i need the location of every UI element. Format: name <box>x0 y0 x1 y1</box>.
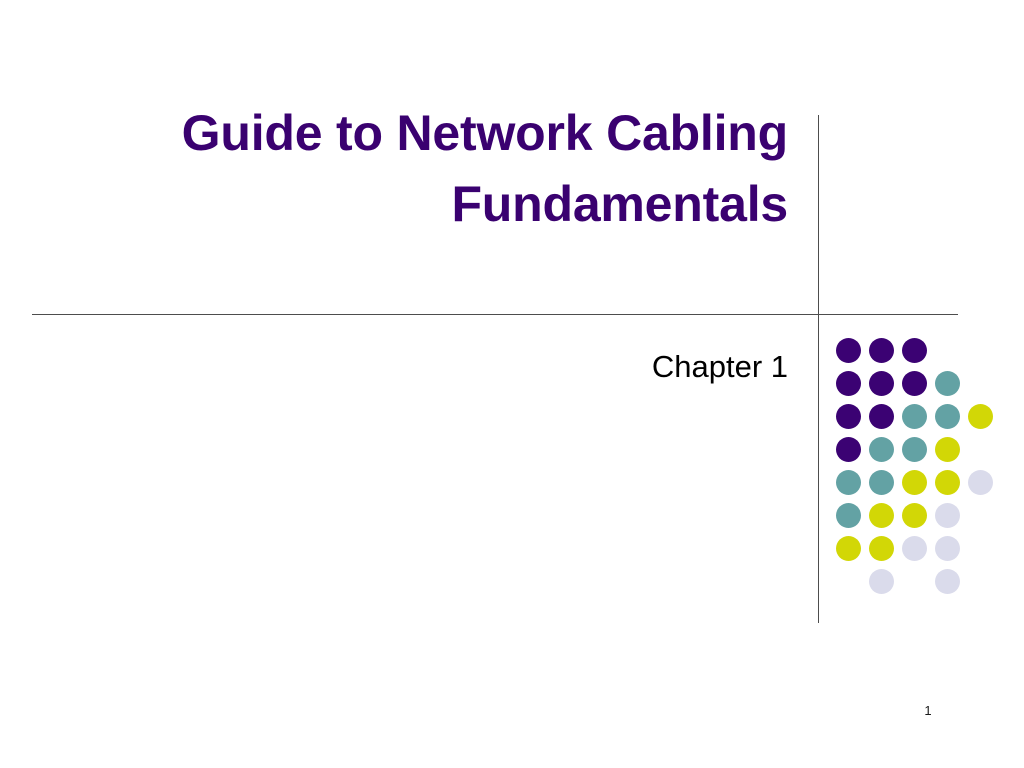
dot-purple <box>902 371 927 396</box>
dot-yellow <box>869 536 894 561</box>
dot-yellow <box>869 503 894 528</box>
dot-teal <box>935 404 960 429</box>
dot-teal <box>869 437 894 462</box>
dot-purple <box>869 371 894 396</box>
dot-teal <box>869 470 894 495</box>
page-number: 1 <box>924 703 932 718</box>
dot-yellow <box>836 536 861 561</box>
dot-matrix-decoration <box>836 338 996 594</box>
vertical-divider <box>818 115 819 623</box>
title-line-2: Fundamentals <box>451 176 788 232</box>
horizontal-divider <box>32 314 958 315</box>
dot-yellow <box>935 470 960 495</box>
dot-purple <box>836 338 861 363</box>
dot-purple <box>869 338 894 363</box>
chapter-subtitle: Chapter 1 <box>651 349 788 384</box>
dot-teal <box>836 503 861 528</box>
dot-purple <box>836 371 861 396</box>
dot-yellow <box>935 437 960 462</box>
dot-lavender <box>935 569 960 594</box>
dot-lavender <box>935 536 960 561</box>
dot-lavender <box>968 470 993 495</box>
dot-teal <box>935 371 960 396</box>
dot-lavender <box>869 569 894 594</box>
page-title: Guide to Network Cabling Fundamentals <box>60 98 789 240</box>
dot-yellow <box>902 503 927 528</box>
dot-teal <box>902 437 927 462</box>
dot-yellow <box>968 404 993 429</box>
dot-lavender <box>935 503 960 528</box>
title-line-1: Guide to Network Cabling <box>181 105 789 161</box>
dot-purple <box>869 404 894 429</box>
dot-yellow <box>902 470 927 495</box>
dot-purple <box>836 437 861 462</box>
dot-teal <box>836 470 861 495</box>
dot-purple <box>902 338 927 363</box>
dot-lavender <box>902 536 927 561</box>
dot-teal <box>902 404 927 429</box>
dot-purple <box>836 404 861 429</box>
